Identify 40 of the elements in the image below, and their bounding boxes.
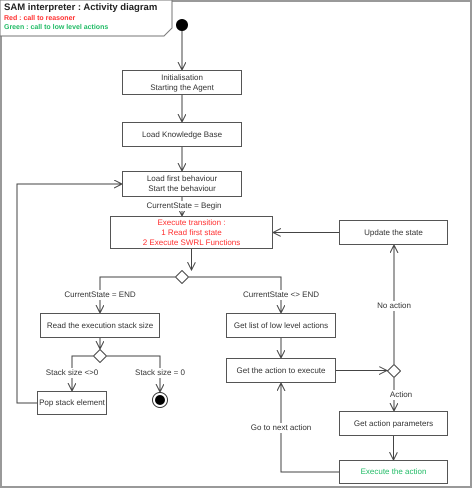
flow-arrow [16, 180, 122, 404]
edge-label: CurrentState <> END [242, 290, 320, 300]
activity-box: Read the execution stack size [40, 313, 160, 338]
flow-arrow [187, 248, 196, 270]
flow-arrow [389, 436, 398, 460]
flow-arrow [336, 366, 388, 375]
flow-arrow [272, 228, 340, 237]
flow-arrow [178, 146, 186, 172]
activity-box: Pop stack element [37, 391, 107, 415]
activity-box: Load first behaviour Start the behaviour [122, 171, 242, 197]
edge-label: CurrentState = END [63, 290, 137, 300]
edge-label: CurrentState = Begin [146, 201, 222, 211]
flow-arrow [96, 276, 176, 314]
flow-arrow [390, 244, 398, 364]
diagram-title: SAM interpreter : Activity diagram [4, 2, 158, 14]
activity-box: Get action parameters [339, 411, 448, 436]
flow-arrow [178, 30, 186, 70]
activity-box: Update the state [339, 220, 448, 245]
flow-arrow [188, 276, 286, 314]
decision-diamond [387, 364, 401, 378]
activity-box: Initialisation Starting the Agent [122, 70, 242, 95]
edge-label: Action [388, 390, 414, 400]
flow-arrow [178, 94, 186, 122]
activity-box: Load Knowledge Base [122, 122, 242, 147]
final-node [152, 392, 168, 408]
edge-label: Stack size <>0 [44, 368, 100, 378]
flow-arrow [276, 338, 286, 358]
flow-arrow [106, 356, 164, 392]
edge-label: Stack size = 0 [134, 368, 186, 378]
activity-box: Execute transition : 1 Read first state 2 Execute SWRL Functions [110, 216, 273, 249]
flow-arrow [276, 382, 340, 472]
edge-label: No action [376, 301, 412, 311]
decision-diamond [175, 270, 189, 284]
edge-label: Go to next action [250, 423, 312, 433]
decision-diamond [93, 349, 107, 363]
activity-box: Execute the action [339, 460, 448, 484]
flow-arrow [96, 338, 104, 350]
activity-box: Get list of low level actions [226, 313, 336, 338]
start-node [176, 19, 188, 31]
activity-box: Get the action to execute [226, 358, 336, 383]
